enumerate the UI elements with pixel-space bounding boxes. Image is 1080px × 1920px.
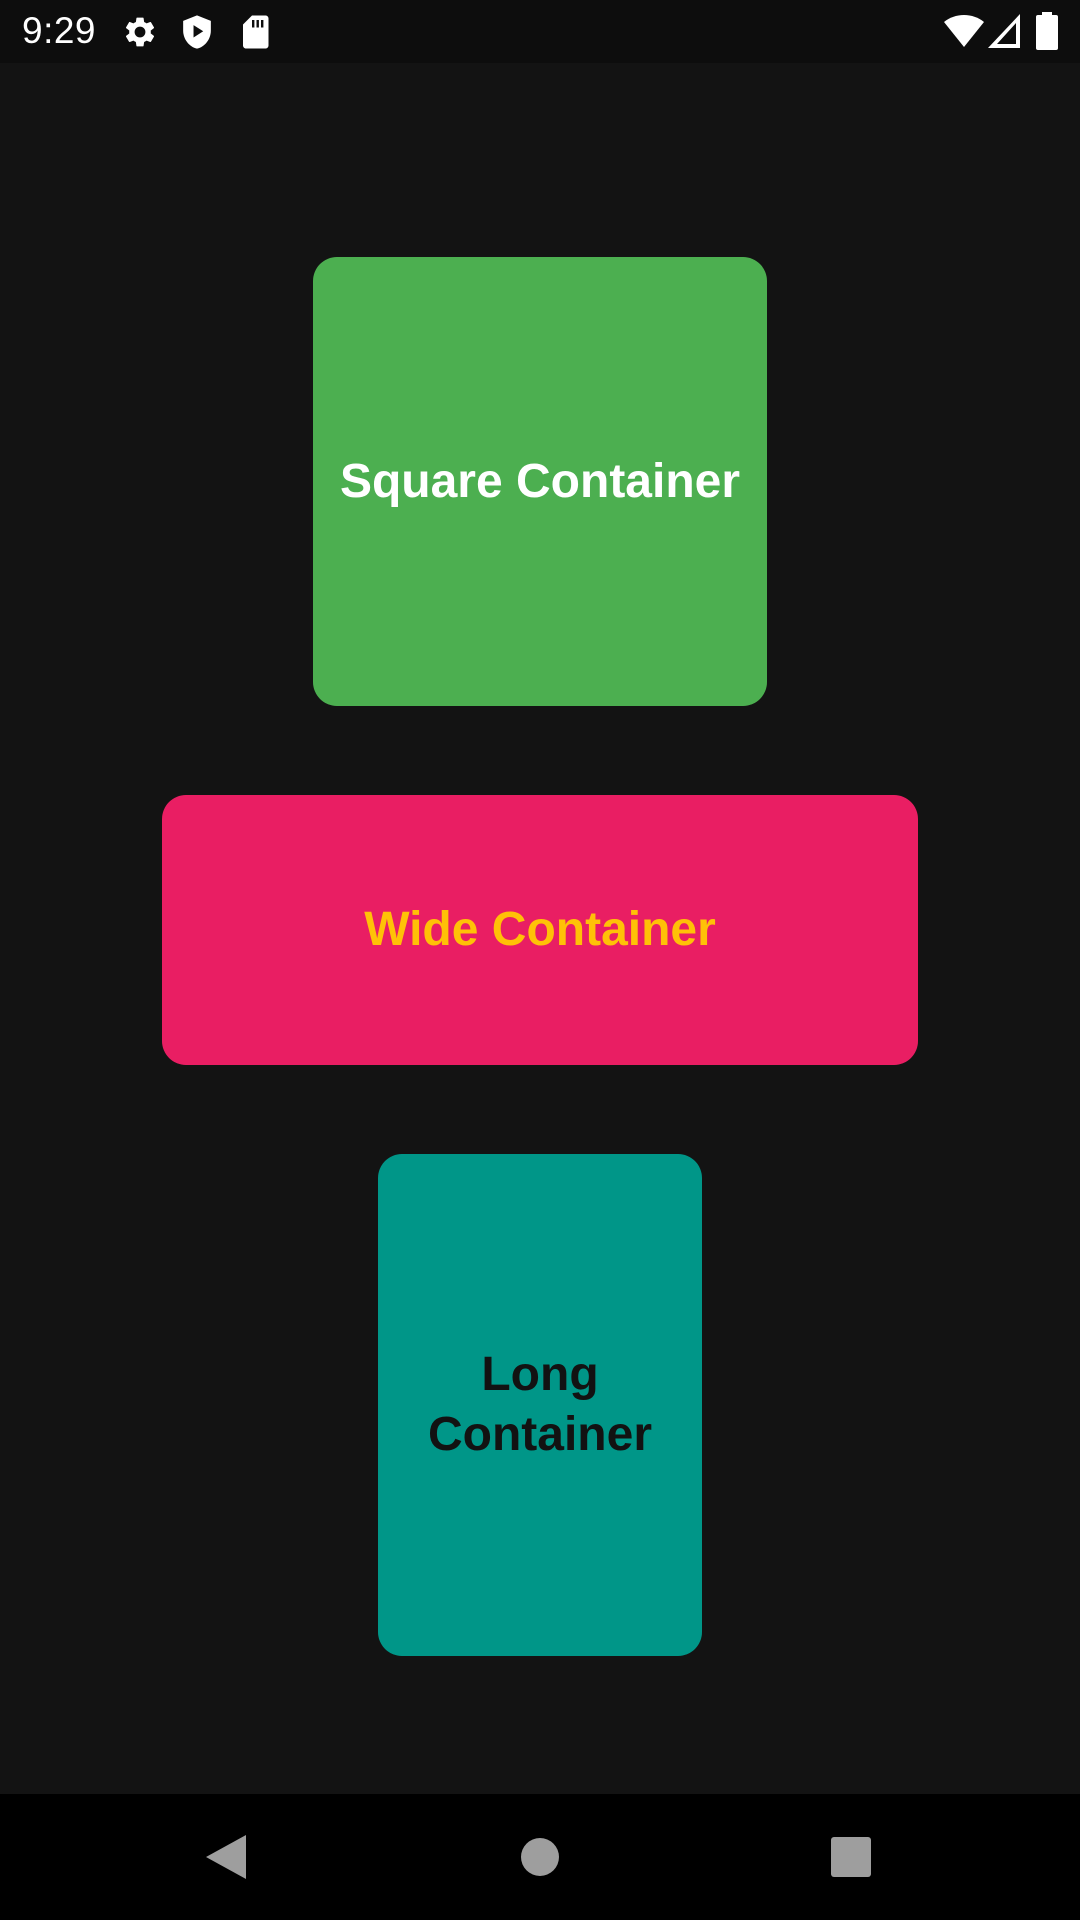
square-container: Square Container <box>313 257 767 706</box>
home-button[interactable] <box>480 1794 600 1920</box>
home-icon <box>520 1837 560 1877</box>
long-container: Long Container <box>378 1154 702 1656</box>
battery-icon <box>1036 12 1058 50</box>
shield-play-icon <box>180 14 214 50</box>
status-bar: 9:29 <box>0 0 1080 63</box>
sd-card-icon <box>240 14 270 50</box>
cellular-signal-icon <box>988 14 1020 50</box>
wide-container: Wide Container <box>162 795 918 1065</box>
recents-icon <box>831 1837 871 1877</box>
status-time: 9:29 <box>22 10 97 51</box>
square-container-label: Square Container <box>339 454 741 508</box>
back-icon <box>204 1833 248 1881</box>
recents-button[interactable] <box>791 1794 911 1920</box>
back-button[interactable] <box>166 1794 286 1920</box>
gear-icon <box>122 14 158 50</box>
wide-container-label: Wide Container <box>364 903 716 956</box>
long-container-label: Long Container <box>427 1348 652 1461</box>
navigation-bar <box>0 1794 1080 1920</box>
wifi-icon <box>944 14 984 50</box>
